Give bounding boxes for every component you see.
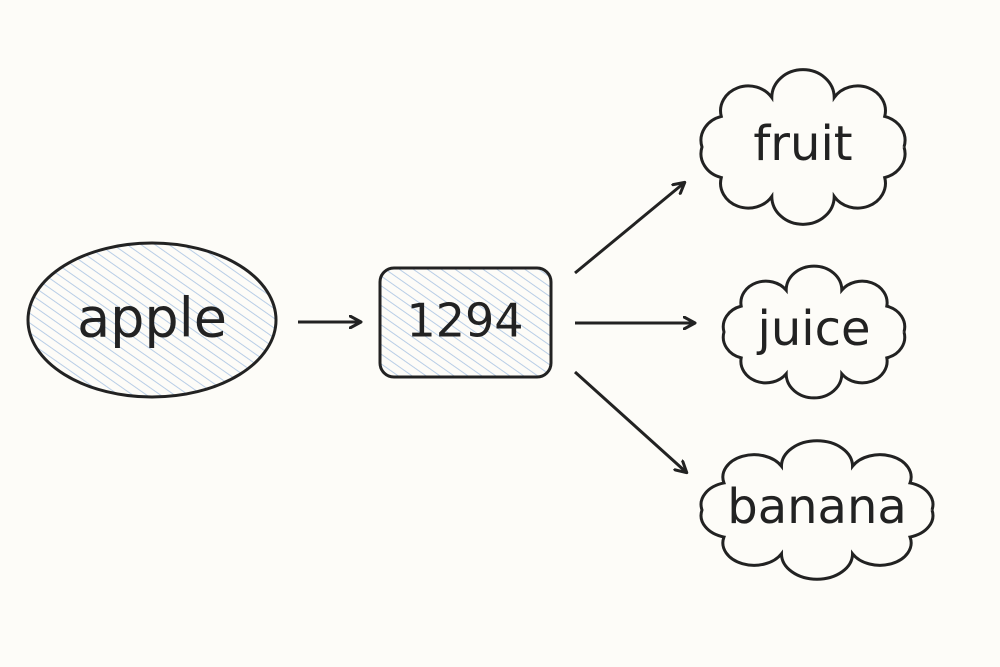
arrow-to-banana	[573, 370, 686, 472]
output-node-juice: juice	[721, 264, 907, 400]
output-label: banana	[727, 479, 907, 535]
cloud-shape	[699, 439, 935, 581]
arrow-to-fruit	[574, 183, 684, 275]
output-label: juice	[756, 301, 870, 357]
hash-label: 1294	[406, 294, 523, 348]
cloud-shape	[699, 68, 907, 226]
output-label: fruit	[753, 116, 852, 172]
output-node-fruit: fruit	[699, 68, 907, 226]
input-label: apple	[77, 287, 227, 350]
input-node-apple: apple	[26, 241, 278, 399]
cloud-shape	[721, 264, 907, 400]
output-node-banana: banana	[699, 439, 935, 581]
hash-node: 1294	[378, 266, 553, 379]
